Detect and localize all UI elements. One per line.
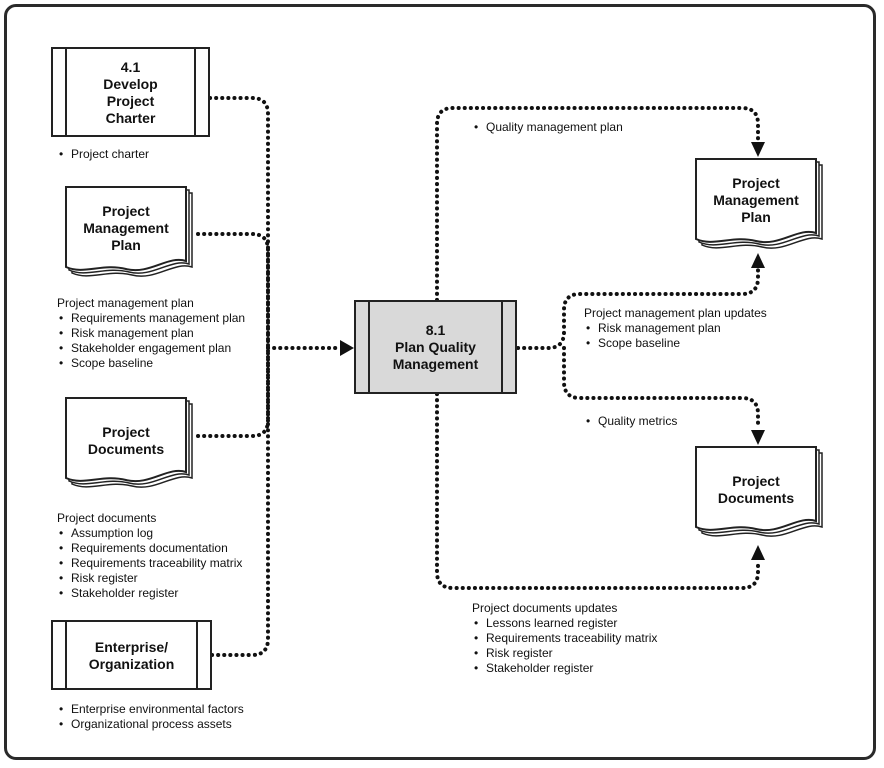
list-item: Requirements management plan — [57, 311, 245, 326]
connector-pmp — [196, 232, 270, 350]
arrowhead-out-pmp-bottom — [751, 253, 765, 268]
list-item: Requirements traceability matrix — [57, 556, 242, 571]
list-item: Requirements documentation — [57, 541, 242, 556]
box-right-bar — [501, 302, 515, 392]
output-documents-document: Project Documents — [694, 445, 828, 545]
list-item: Project charter — [57, 147, 149, 162]
doc-updates-heading: Project documents updates — [472, 601, 618, 615]
list-item: Enterprise environmental factors — [57, 702, 244, 717]
list-item: Risk management plan — [57, 326, 245, 341]
arrowhead-out-pmp-top — [751, 142, 765, 157]
list-item: Risk management plan — [584, 321, 767, 336]
list-item: Risk register — [472, 646, 657, 661]
list-item: Stakeholder register — [57, 586, 242, 601]
list-item: Stakeholder engagement plan — [57, 341, 245, 356]
input-pmp-items: Project management plan Requirements man… — [57, 296, 245, 371]
list-item: Organizational process assets — [57, 717, 244, 732]
connector-pmp-updates — [516, 268, 760, 350]
develop-project-charter-box: 4.1 Develop Project Charter — [51, 47, 210, 137]
input-pmp-heading: Project management plan — [57, 296, 194, 310]
process-box: 8.1 Plan Quality Management — [354, 300, 517, 394]
list-item: Lessons learned register — [472, 616, 657, 631]
doc-updates-items: Project documents updates Lessons learne… — [472, 601, 657, 676]
list-item: Quality metrics — [584, 414, 677, 429]
quality-management-plan-label: Quality management plan — [472, 120, 623, 135]
process-title: 8.1 Plan Quality Management — [392, 322, 479, 372]
input-documents-heading: Project documents — [57, 511, 157, 525]
list-item: Requirements traceability matrix — [472, 631, 657, 646]
connector-enterprise — [210, 346, 270, 657]
connector-quality-metrics — [562, 346, 760, 430]
output-pmp-title: Project Management Plan — [713, 175, 799, 225]
list-item: Scope baseline — [57, 356, 245, 371]
document-stack-icon — [695, 158, 823, 249]
input-documents-title: Project Documents — [87, 424, 165, 457]
document-stack-icon — [695, 446, 823, 537]
list-item: Stakeholder register — [472, 661, 657, 676]
input-documents-document: Project Documents — [64, 396, 198, 496]
list-item: Assumption log — [57, 526, 242, 541]
pmp-updates-heading: Project management plan updates — [584, 306, 767, 320]
arrowhead-process — [340, 340, 354, 356]
enterprise-organization-title: Enterprise/ Organization — [88, 639, 175, 672]
arrowhead-out-docs-bottom — [751, 545, 765, 560]
list-item: Quality management plan — [472, 120, 623, 135]
box-left-bar — [356, 302, 370, 392]
input-pmp-title: Project Management Plan — [83, 203, 169, 253]
enterprise-organization-box: Enterprise/ Organization — [51, 620, 212, 690]
output-pmp-document: Project Management Plan — [694, 157, 828, 257]
pmp-updates-items: Project management plan updates Risk man… — [584, 306, 767, 351]
quality-metrics-label: Quality metrics — [584, 414, 677, 429]
connector-charter — [208, 96, 270, 350]
output-documents-title: Project Documents — [717, 473, 795, 506]
document-stack-icon — [65, 397, 193, 488]
develop-project-charter-title: 4.1 Develop Project Charter — [103, 59, 158, 126]
input-pmp-document: Project Management Plan — [64, 185, 198, 285]
list-item: Scope baseline — [584, 336, 767, 351]
document-stack-icon — [65, 186, 193, 277]
box-left-bar — [53, 622, 67, 688]
box-right-bar — [194, 49, 208, 135]
enterprise-items: Enterprise environmental factors Organiz… — [57, 702, 244, 732]
input-documents-items: Project documents Assumption log Require… — [57, 511, 242, 601]
charter-items: Project charter — [57, 147, 149, 162]
connector-quality-plan — [435, 106, 760, 302]
connector-doc-updates — [435, 392, 760, 590]
arrowhead-out-docs-top — [751, 430, 765, 445]
box-left-bar — [53, 49, 67, 135]
list-item: Risk register — [57, 571, 242, 586]
box-right-bar — [196, 622, 210, 688]
